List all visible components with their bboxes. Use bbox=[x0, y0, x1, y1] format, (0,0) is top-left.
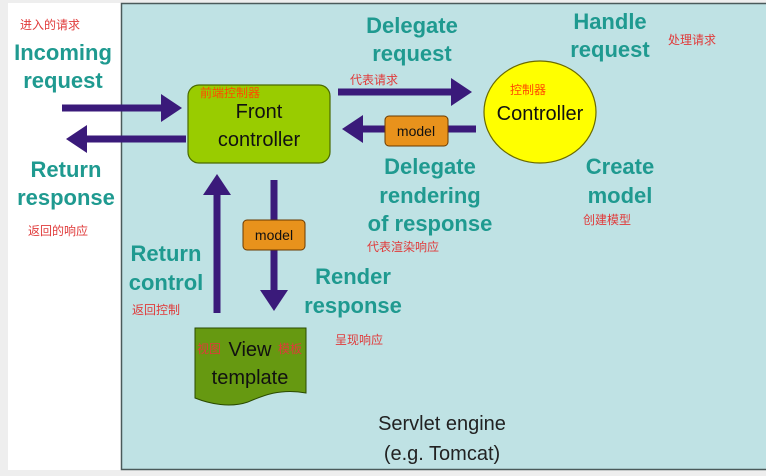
model-label: model bbox=[397, 123, 435, 139]
front-controller-line2: controller bbox=[218, 129, 301, 151]
controller-label: Controller bbox=[497, 103, 584, 125]
handle-request-line2: request bbox=[570, 37, 650, 62]
incoming-line1: Incoming bbox=[14, 40, 112, 65]
front-controller-box: 前端控制器 Front controller bbox=[187, 84, 331, 164]
handle-request-zh: 处理请求 bbox=[668, 33, 716, 47]
model-box-horizontal: model bbox=[384, 115, 449, 147]
delegate-request-line1: Delegate bbox=[366, 13, 458, 38]
incoming-zh: 进入的请求 bbox=[20, 17, 80, 32]
model-label: model bbox=[255, 227, 293, 243]
outside-area bbox=[8, 3, 122, 470]
return-response-zh: 返回的响应 bbox=[28, 223, 88, 238]
delegate-rendering-line1: Delegate bbox=[384, 154, 476, 179]
render-response-line1: Render bbox=[315, 264, 391, 289]
handle-request-line1: Handle bbox=[573, 9, 646, 34]
view-line1: View bbox=[229, 339, 273, 361]
view-zh-left: 视图 bbox=[197, 341, 221, 356]
incoming-line2: request bbox=[23, 68, 103, 93]
delegate-request-line2: request bbox=[372, 41, 452, 66]
delegate-rendering-line2: rendering bbox=[379, 183, 480, 208]
delegate-request-zh: 代表请求 bbox=[350, 73, 398, 87]
render-response-zh: 呈现响应 bbox=[335, 332, 383, 347]
return-control-line1: Return bbox=[131, 241, 202, 266]
front-controller-zh: 前端控制器 bbox=[200, 85, 260, 100]
return-response-line1: Return bbox=[31, 157, 102, 182]
controller-zh: 控制器 bbox=[510, 83, 546, 97]
create-model-line2: model bbox=[588, 183, 653, 208]
return-response-line2: response bbox=[17, 185, 115, 210]
view-template-document: 视图 View 模板 template bbox=[194, 327, 307, 406]
return-control-zh: 返回控制 bbox=[132, 303, 180, 317]
create-model-zh: 创建模型 bbox=[583, 213, 631, 227]
front-controller-line1: Front bbox=[236, 101, 283, 123]
render-response-line2: response bbox=[304, 293, 402, 318]
view-line2: template bbox=[212, 367, 289, 389]
servlet-engine-line2: (e.g. Tomcat) bbox=[384, 443, 500, 465]
controller-circle: 控制器 Controller bbox=[483, 60, 597, 164]
delegate-rendering-line3: of response bbox=[368, 211, 493, 236]
view-zh-right: 模板 bbox=[278, 342, 302, 356]
model-box-vertical: model bbox=[242, 219, 306, 251]
servlet-engine-line1: Servlet engine bbox=[378, 413, 506, 435]
delegate-rendering-zh: 代表渲染响应 bbox=[367, 239, 439, 254]
create-model-line1: Create bbox=[586, 154, 654, 179]
return-control-line2: control bbox=[129, 270, 204, 295]
